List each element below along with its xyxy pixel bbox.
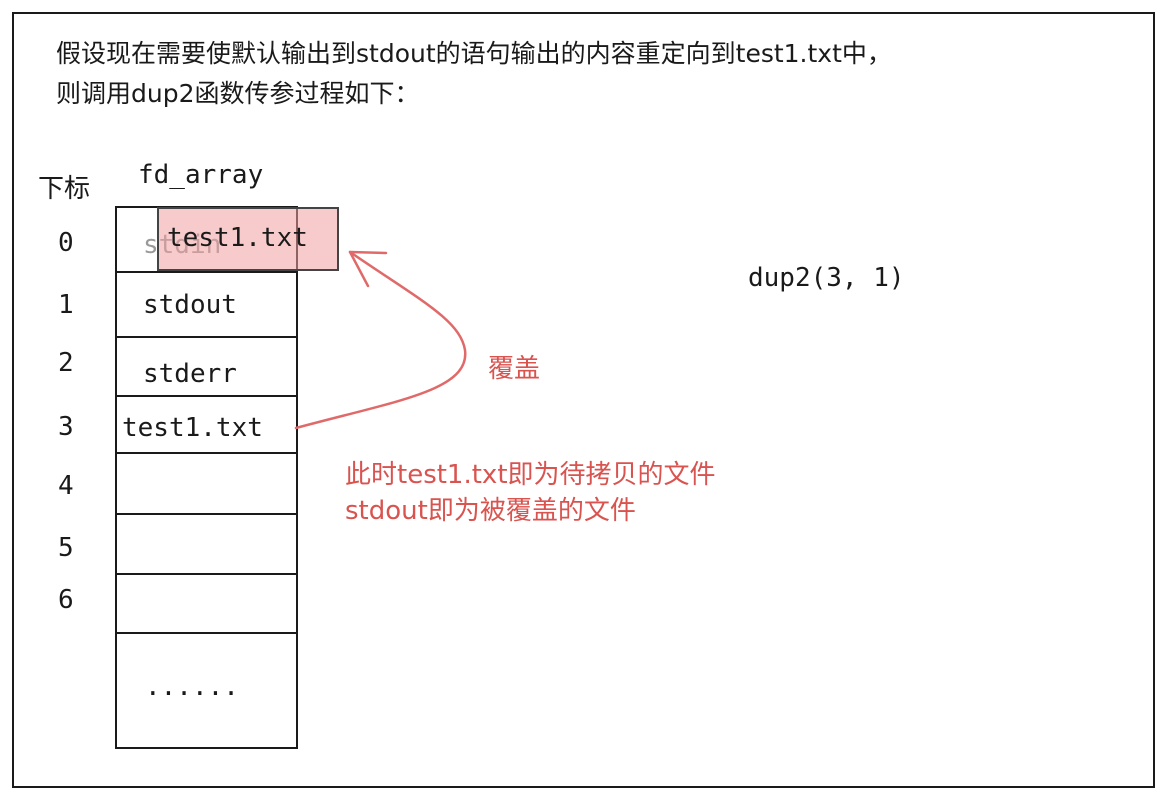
row-divider <box>115 513 298 515</box>
overlay-test1: test1.txt <box>167 223 308 253</box>
array-header: fd_array <box>138 160 264 190</box>
row-index-2: 2 <box>58 348 74 378</box>
description-line-1: 假设现在需要使默认输出到stdout的语句输出的内容重定向到test1.txt中… <box>56 39 892 68</box>
index-header: 下标 <box>38 174 91 204</box>
overwrite-label: 覆盖 <box>488 354 541 384</box>
row-index-6: 6 <box>58 585 74 615</box>
description-line-2: 则调用dup2函数传参过程如下： <box>56 79 420 108</box>
fd-array-table <box>115 206 298 749</box>
row-divider <box>115 336 298 338</box>
cell-test1: test1.txt <box>122 413 263 443</box>
row-divider <box>115 452 298 454</box>
diagram-frame <box>12 12 1155 788</box>
row-divider <box>115 395 298 397</box>
cell-stdout: stdout <box>143 290 237 320</box>
row-index-5: 5 <box>58 533 74 563</box>
table-ellipsis: ...... <box>145 672 239 702</box>
cell-stderr: stderr <box>143 359 237 389</box>
row-divider <box>115 632 298 634</box>
note-line-1: 此时test1.txt即为待拷贝的文件 <box>345 460 716 490</box>
row-index-1: 1 <box>58 290 74 320</box>
row-divider <box>115 573 298 575</box>
row-index-3: 3 <box>58 412 74 442</box>
dup2-call: dup2(3, 1) <box>748 263 905 293</box>
note-line-2: stdout即为被覆盖的文件 <box>345 496 636 526</box>
row-index-4: 4 <box>58 471 74 501</box>
row-divider <box>115 271 298 273</box>
row-index-0: 0 <box>58 228 74 258</box>
